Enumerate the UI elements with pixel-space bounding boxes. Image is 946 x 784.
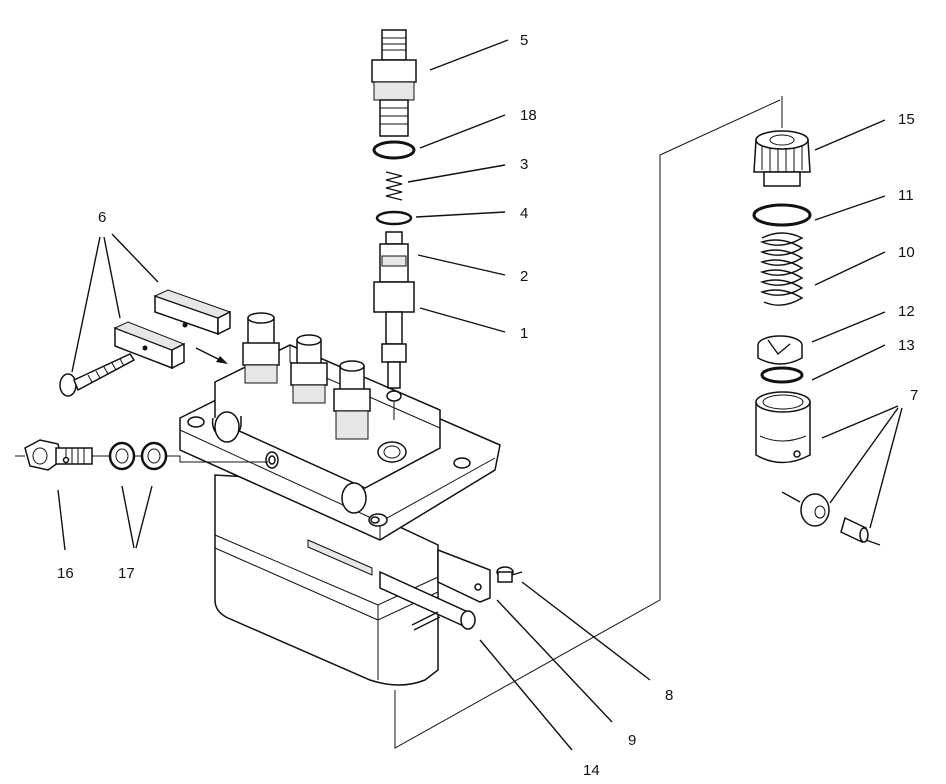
assembly-lines [393, 99, 781, 749]
callout-15: 15 [898, 111, 915, 128]
screw-part-8 [496, 566, 523, 583]
callout-2: 2 [520, 268, 528, 285]
governor-assembly [752, 96, 881, 546]
callout-9: 9 [628, 732, 636, 749]
callout-labels: 5 18 3 4 2 1 6 15 11 10 12 13 7 8 9 14 1… [57, 32, 918, 779]
callout-12: 12 [898, 303, 915, 320]
callout-7: 7 [910, 387, 918, 404]
callout-5: 5 [520, 32, 528, 49]
left-hardware [15, 289, 268, 471]
callout-18: 18 [520, 107, 537, 124]
injector-nozzle-assembly [371, 29, 417, 402]
callout-1: 1 [520, 325, 528, 342]
callout-6: 6 [98, 209, 106, 226]
callout-4: 4 [520, 205, 528, 222]
callout-17: 17 [118, 565, 135, 582]
callout-16: 16 [57, 565, 74, 582]
callout-14: 14 [583, 762, 600, 779]
callout-3: 3 [520, 156, 528, 173]
callout-10: 10 [898, 244, 915, 261]
callout-13: 13 [898, 337, 915, 354]
leader-lines [57, 39, 903, 751]
callout-8: 8 [665, 687, 673, 704]
injection-pump-body [179, 312, 501, 686]
delivery-valve-holders [242, 312, 371, 440]
callout-11: 11 [898, 187, 914, 204]
